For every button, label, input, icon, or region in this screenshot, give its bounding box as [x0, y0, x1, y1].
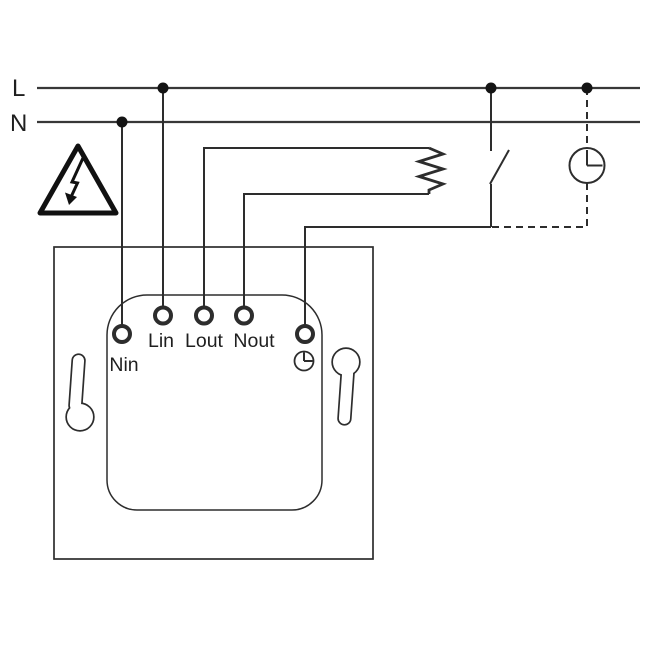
lightning-bolt-arrowhead: [65, 192, 77, 205]
terminal-label-nin: Nin: [109, 354, 138, 376]
high-voltage-warning-triangle-icon: [37, 143, 119, 216]
lightning-bolt-icon: [69, 157, 85, 198]
wire-timer-terminal-to-switch: [304, 226, 491, 325]
neutral-line-label: N: [10, 110, 27, 137]
mounting-keyhole-left: [65, 353, 95, 432]
wall-switch-contact-symbol: [489, 88, 510, 227]
timer-clock-icon: [568, 147, 606, 184]
junction-dot-live-timer: [581, 82, 593, 94]
resistive-load-symbol: [414, 146, 448, 194]
terminal-label-nout: Nout: [233, 330, 275, 352]
terminal-nout: [234, 305, 254, 326]
terminal-lout: [194, 305, 214, 326]
junction-dot-live-switch: [485, 82, 497, 94]
terminal-label-lin: Lin: [148, 330, 174, 352]
terminal-timer: [295, 324, 315, 344]
junction-dot-neutral-nin: [116, 116, 128, 128]
mounting-keyhole-right: [331, 347, 361, 426]
junction-dot-live-lin: [157, 82, 169, 94]
wire-lout-to-load: [203, 147, 429, 306]
wire-nout-to-load: [243, 193, 429, 306]
warning-triangle-outline: [37, 143, 119, 216]
live-line-label: L: [12, 75, 25, 102]
switch-blade: [489, 149, 510, 185]
terminal-label-lout: Lout: [185, 330, 224, 352]
terminal-lin: [153, 305, 173, 326]
terminal-nin: [112, 324, 132, 344]
relay-module-body: [106, 294, 323, 511]
terminal-clock-icon: [293, 350, 315, 372]
